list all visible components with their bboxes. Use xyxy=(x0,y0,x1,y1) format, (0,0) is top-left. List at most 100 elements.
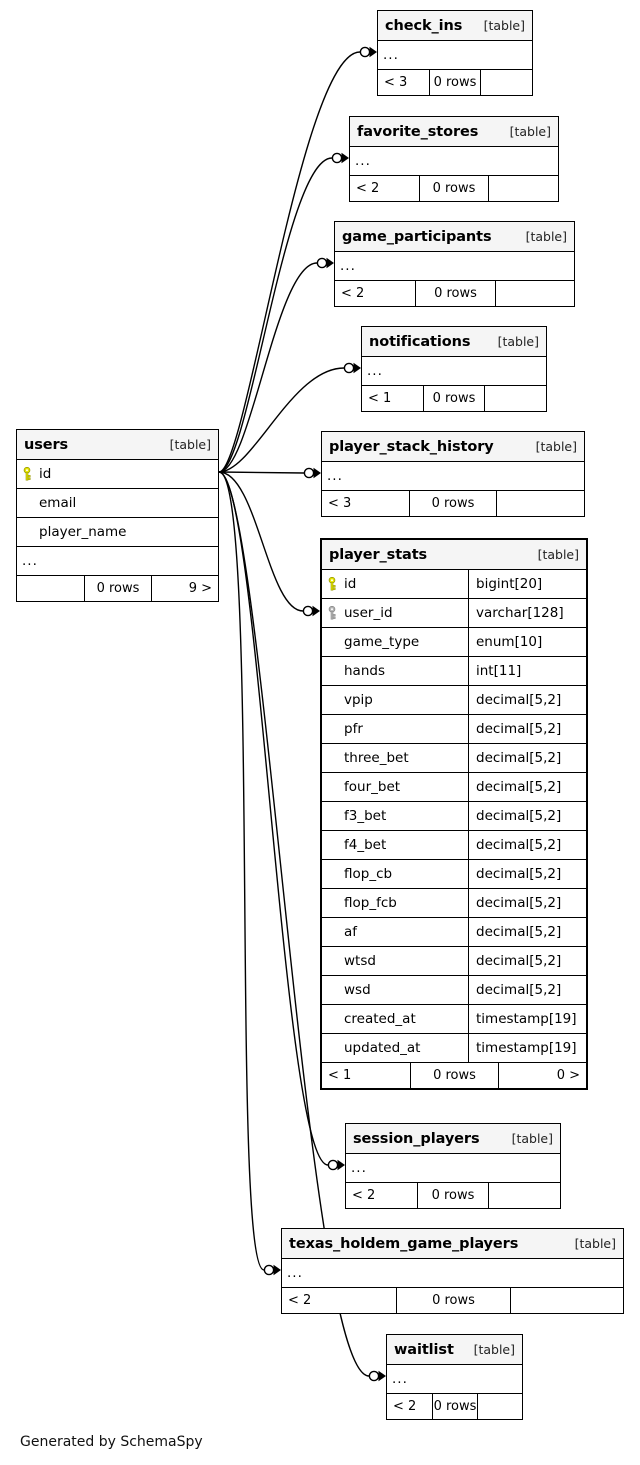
column-type-created_at: timestamp[19] xyxy=(468,1005,586,1033)
table-row-more-game_participants[interactable]: ... xyxy=(335,251,574,280)
cardinality-zero-marker xyxy=(327,1159,339,1171)
table-row-users-email[interactable]: email xyxy=(17,488,218,517)
table-header-texas_holdem_game_players[interactable]: texas_holdem_game_players[table] xyxy=(282,1229,623,1258)
column-type-f4_bet: decimal[5,2] xyxy=(468,831,586,859)
table-node-check_ins[interactable]: check_ins[table]... < 3 0 rows xyxy=(377,10,533,96)
table-row-player_stats-pfr[interactable]: pfr decimal[5,2] xyxy=(322,714,586,743)
table-tag-users: [table] xyxy=(169,437,211,452)
table-header-notifications[interactable]: notifications[table] xyxy=(362,327,546,356)
table-row-more-session_players[interactable]: ... xyxy=(346,1153,560,1182)
column-type-f3_bet: decimal[5,2] xyxy=(468,802,586,830)
column-type-pfr: decimal[5,2] xyxy=(468,715,586,743)
table-title-game_participants: game_participants xyxy=(342,228,492,245)
table-row-player_stats-f3_bet[interactable]: f3_bet decimal[5,2] xyxy=(322,801,586,830)
table-tag-player_stack_history: [table] xyxy=(535,439,577,454)
more-columns-ellipsis: ... xyxy=(340,258,356,274)
table-header-player_stats[interactable]: player_stats [table] xyxy=(322,540,586,569)
table-tag-game_participants: [table] xyxy=(525,229,567,244)
table-row-more-player_stack_history[interactable]: ... xyxy=(322,461,584,490)
cardinality-many-marker xyxy=(337,1159,345,1171)
table-header-favorite_stores[interactable]: favorite_stores[table] xyxy=(350,117,558,146)
column-name-f4_bet: f4_bet xyxy=(344,837,387,853)
footer-child-count-favorite_stores xyxy=(488,176,558,201)
table-title-player_stats: player_stats xyxy=(329,546,428,563)
cardinality-zero-marker xyxy=(302,605,314,617)
column-type-flop_cb: decimal[5,2] xyxy=(468,860,586,888)
column-name-f3_bet: f3_bet xyxy=(344,808,387,824)
column-type-hands: int[11] xyxy=(468,657,586,685)
table-tag-favorite_stores: [table] xyxy=(509,124,551,139)
footer-parent-count-users xyxy=(17,576,84,601)
table-header-check_ins[interactable]: check_ins[table] xyxy=(378,11,532,40)
footer-row-count-check_ins: 0 rows xyxy=(429,70,480,95)
table-row-more-users[interactable]: ... xyxy=(17,546,218,575)
footer-child-count-check_ins xyxy=(480,70,532,95)
table-row-more-notifications[interactable]: ... xyxy=(362,356,546,385)
table-header-waitlist[interactable]: waitlist[table] xyxy=(387,1335,522,1364)
column-type-game_type: enum[10] xyxy=(468,628,586,656)
footer-row-count-waitlist: 0 rows xyxy=(432,1394,477,1419)
table-title-session_players: session_players xyxy=(353,1130,480,1147)
footer-child-count-waitlist xyxy=(477,1394,522,1419)
column-name-player_name: player_name xyxy=(39,524,127,540)
table-row-users-id[interactable]: id xyxy=(17,459,218,488)
footer-child-count-player_stats: 0 > xyxy=(498,1063,586,1088)
relationship-users-to-game_participants xyxy=(218,262,318,473)
column-type-vpip: decimal[5,2] xyxy=(468,686,586,714)
footer-parent-count-check_ins: < 3 xyxy=(384,75,408,90)
table-row-more-waitlist[interactable]: ... xyxy=(387,1364,522,1393)
table-header-game_participants[interactable]: game_participants [table] xyxy=(335,222,574,251)
table-tag-session_players: [table] xyxy=(511,1131,553,1146)
column-name-four_bet: four_bet xyxy=(344,779,401,795)
table-tag-player_stats: [table] xyxy=(537,547,579,562)
cardinality-many-marker xyxy=(353,362,361,374)
table-header-users[interactable]: users[table] xyxy=(17,430,218,459)
footer-child-count-game_participants xyxy=(495,281,574,306)
column-name-email: email xyxy=(39,495,77,511)
column-name-flop_fcb: flop_fcb xyxy=(344,895,397,911)
footer-row-count-users: 0 rows xyxy=(84,576,151,601)
table-row-more-check_ins[interactable]: ... xyxy=(378,40,532,69)
table-row-player_stats-f4_bet[interactable]: f4_bet decimal[5,2] xyxy=(322,830,586,859)
more-columns-ellipsis: ... xyxy=(22,553,38,569)
table-header-session_players[interactable]: session_players [table] xyxy=(346,1124,560,1153)
footer-row-count-session_players: 0 rows xyxy=(417,1183,488,1208)
table-header-player_stack_history[interactable]: player_stack_history[table] xyxy=(322,432,584,461)
footer-child-count-texas_holdem_game_players xyxy=(510,1288,623,1313)
table-row-more-texas_holdem_game_players[interactable]: ... xyxy=(282,1258,623,1287)
relationship-users-to-player_stack_history xyxy=(218,471,305,474)
table-row-users-player_name[interactable]: player_name xyxy=(17,517,218,546)
column-name-pfr: pfr xyxy=(344,721,363,737)
footer-parent-count-favorite_stores: < 2 xyxy=(356,181,380,196)
footer-row-count-player_stats: 0 rows xyxy=(410,1063,498,1088)
table-row-more-favorite_stores[interactable]: ... xyxy=(350,146,558,175)
